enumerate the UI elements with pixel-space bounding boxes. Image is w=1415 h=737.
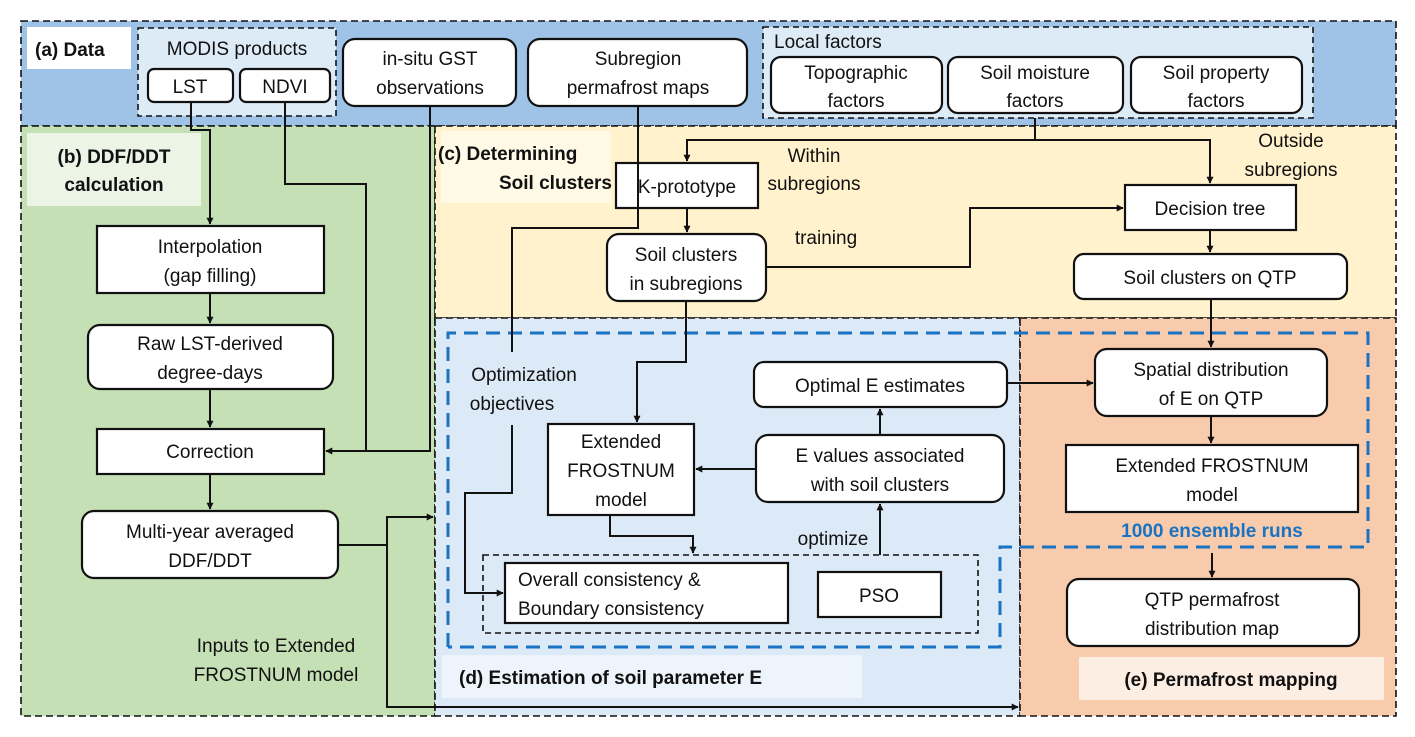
interpolation-label-2: (gap filling) [164, 266, 257, 287]
pso-label: PSO [859, 586, 899, 607]
arrow-frostnum-group [609, 515, 697, 554]
decision-tree-label: Decision tree [1155, 199, 1266, 220]
decision-tree-node[interactable] [1123, 183, 1298, 232]
soil-clusters-qtp-label: Soil clusters on QTP [1123, 268, 1296, 289]
soil-property-label-2: factors [1187, 91, 1244, 112]
spatial-e-label-2: of E on QTP [1159, 389, 1264, 410]
optimization-group [482, 554, 979, 634]
soil-property-node[interactable] [1129, 55, 1304, 115]
within-label-1: Within [788, 146, 841, 167]
panel-e-title: (e) Permafrost mapping [1124, 670, 1337, 691]
correction-label: Correction [166, 442, 254, 463]
arrow-local-dtree [1035, 139, 1214, 184]
panel-c-title-bg [441, 131, 611, 203]
permafrost-map-node[interactable] [1065, 577, 1361, 648]
e-values-label-1: E values associated [796, 446, 965, 467]
optimize-label: optimize [798, 529, 869, 550]
pso-node[interactable] [816, 570, 943, 619]
arrow-lst-interpolation [190, 102, 214, 225]
arrow-objectives-consistency [464, 425, 513, 597]
permafrost-map-label-2: distribution map [1145, 619, 1279, 640]
correction-node[interactable] [95, 427, 326, 476]
arrow-ndvi-correction [284, 102, 367, 451]
panel-b-title-1: (b) DDF/DDT [58, 147, 171, 168]
ensemble-boundary [446, 331, 1370, 649]
soil-moisture-label-1: Soil moisture [980, 63, 1090, 84]
subregion-label-1: Subregion [595, 49, 682, 70]
objectives-label-2: objectives [470, 394, 555, 415]
ndvi-label: NDVI [262, 77, 307, 98]
gst-label-1: in-situ GST [382, 49, 477, 70]
topographic-label-1: Topographic [804, 63, 908, 84]
frostnum-model-node[interactable] [546, 422, 696, 517]
e-values-label-2: with soil clusters [810, 475, 949, 496]
arrow-training-dtree [766, 204, 1124, 268]
panel-e-title-bg [1079, 657, 1384, 700]
spatial-e-label-1: Spatial distribution [1133, 360, 1288, 381]
modis-group-label: MODIS products [167, 39, 307, 60]
ensemble-runs-label: 1000 ensemble runs [1121, 521, 1303, 542]
frostnum-qtp-node[interactable] [1064, 443, 1360, 514]
gst-label-2: observations [376, 78, 484, 99]
raw-degree-days-label-2: degree-days [157, 363, 263, 384]
training-label: training [795, 228, 857, 249]
inputs-label-2: FROSTNUM model [194, 665, 359, 686]
frostnum-model-label-1: Extended [581, 432, 661, 453]
panel-b-ddf [20, 125, 436, 717]
panel-a-title: (a) Data [35, 40, 105, 61]
inputs-label-1: Inputs to Extended [197, 636, 355, 657]
consistency-label-2: Boundary consistency [518, 599, 704, 620]
raw-degree-days-label-1: Raw LST-derived [137, 334, 283, 355]
soil-clusters-subregions-label-1: Soil clusters [635, 245, 737, 266]
arrow-avg-mapping [386, 545, 1019, 711]
within-label-2: subregions [768, 174, 861, 195]
frostnum-qtp-label-2: model [1186, 485, 1238, 506]
arrow-subregion-objectives [511, 106, 639, 352]
arrow-local-kproto [683, 118, 1036, 162]
panel-d-title: (d) Estimation of soil parameter E [459, 668, 762, 689]
lst-label: LST [173, 77, 208, 98]
soil-property-label-1: Soil property [1163, 63, 1270, 84]
frostnum-model-label-3: model [595, 490, 647, 511]
panel-c-title-1: (c) Determining [438, 144, 577, 165]
panel-a-title-bg [27, 27, 131, 69]
multi-year-label-1: Multi-year averaged [126, 522, 294, 543]
soil-moisture-label-2: factors [1006, 91, 1063, 112]
soil-clusters-subregions-label-2: in subregions [629, 274, 742, 295]
panel-b-title-bg [27, 133, 201, 206]
optimal-e-node[interactable] [752, 360, 1009, 409]
frostnum-model-label-2: FROSTNUM [567, 461, 675, 482]
arrow-clusters-frostnum [633, 301, 687, 423]
interpolation-node[interactable] [95, 224, 326, 295]
arrow-gst-correction [325, 106, 431, 455]
panel-d-title-bg [442, 655, 862, 698]
multi-year-label-2: DDF/DDT [168, 551, 252, 572]
outside-label-1: Outside [1258, 131, 1323, 152]
arrow-avg-estimation [338, 513, 434, 546]
subregion-label-2: permafrost maps [567, 78, 710, 99]
topographic-label-2: factors [827, 91, 884, 112]
outside-label-2: subregions [1245, 160, 1338, 181]
topographic-node[interactable] [769, 55, 944, 115]
permafrost-map-label-1: QTP permafrost [1145, 590, 1281, 611]
interpolation-label-1: Interpolation [158, 237, 263, 258]
k-prototype-label: K-prototype [638, 177, 736, 198]
soil-moisture-node[interactable] [946, 55, 1125, 115]
panel-c-title-2: Soil clusters [499, 173, 612, 194]
objectives-label-1: Optimization [471, 365, 577, 386]
panel-b-title-2: calculation [64, 175, 163, 196]
local-factors-label: Local factors [774, 32, 882, 53]
consistency-label-1: Overall consistency & [518, 570, 701, 591]
frostnum-qtp-label-1: Extended FROSTNUM [1115, 456, 1308, 477]
optimal-e-label: Optimal E estimates [795, 376, 965, 397]
consistency-node[interactable] [503, 561, 790, 625]
